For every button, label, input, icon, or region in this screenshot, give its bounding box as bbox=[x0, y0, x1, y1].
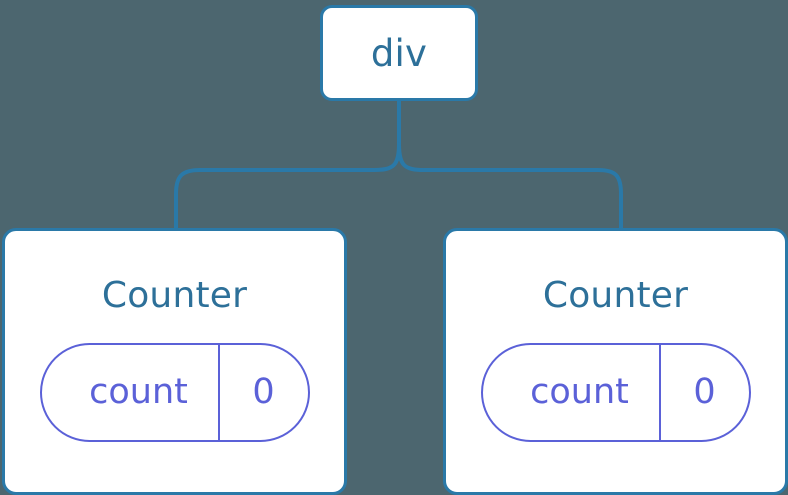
component-title: Counter bbox=[101, 275, 248, 316]
state-pill[interactable]: count 0 bbox=[39, 343, 310, 442]
state-key: count bbox=[530, 372, 629, 412]
state-pill[interactable]: count 0 bbox=[480, 343, 751, 442]
state-key: count bbox=[89, 372, 188, 412]
node-root-div[interactable]: div bbox=[320, 5, 478, 101]
connector-root-stem bbox=[397, 98, 426, 172]
node-component-counter-right[interactable]: Counter count 0 bbox=[443, 228, 788, 495]
state-value: 0 bbox=[217, 345, 308, 440]
state-value: 0 bbox=[658, 345, 749, 440]
connector-branch-right bbox=[422, 168, 623, 232]
connector-root-stem-mirror bbox=[372, 142, 401, 172]
connector-branch-left bbox=[174, 168, 376, 232]
component-title: Counter bbox=[542, 275, 689, 316]
node-root-label: div bbox=[370, 31, 428, 75]
node-component-counter-left[interactable]: Counter count 0 bbox=[2, 228, 347, 495]
